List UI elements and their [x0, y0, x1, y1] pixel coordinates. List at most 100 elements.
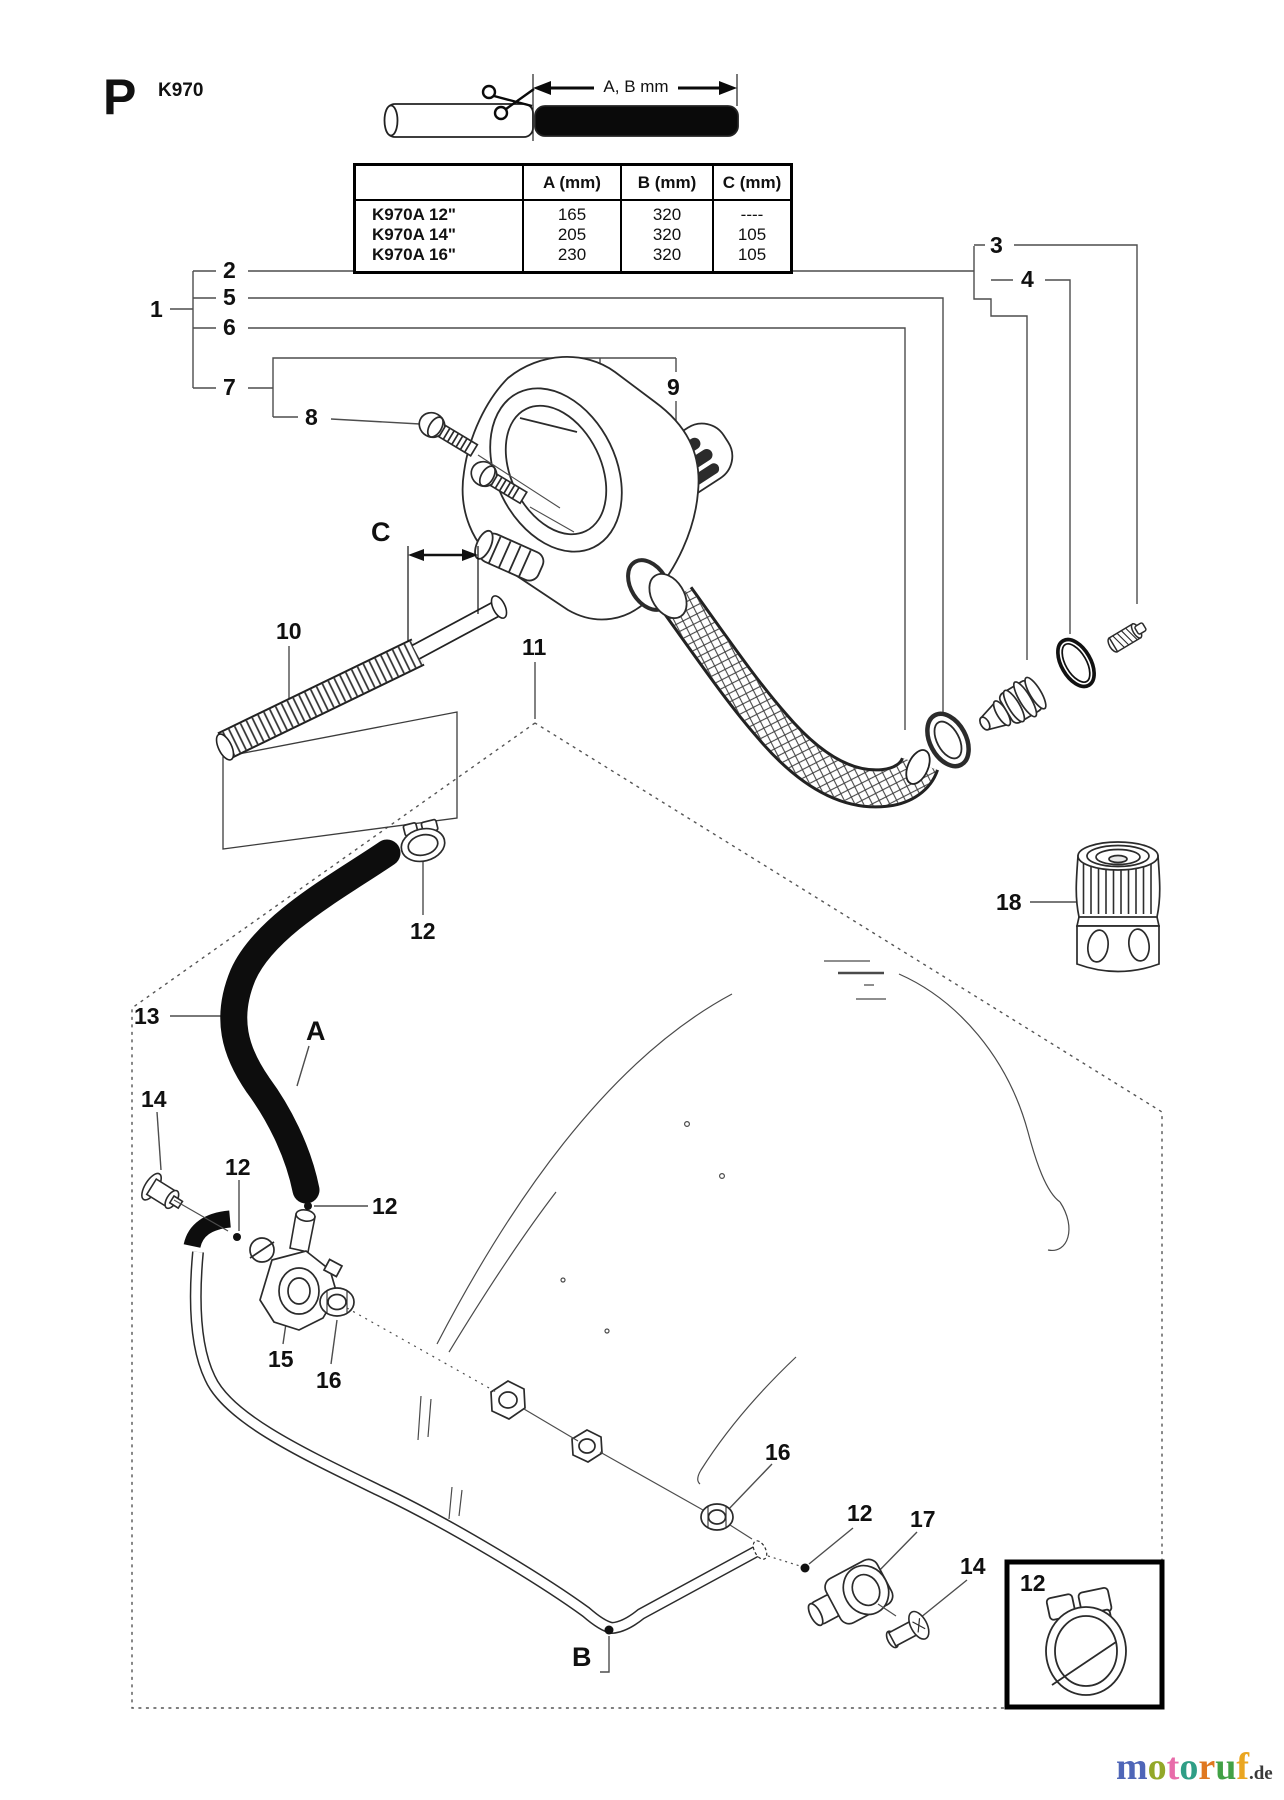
callout-11: 11 — [522, 634, 547, 660]
mounting-panel — [222, 711, 458, 850]
callout-12b: 12 — [225, 1154, 251, 1180]
callout-14b: 14 — [960, 1553, 986, 1579]
header-model — [354, 164, 523, 201]
callout-13: 13 — [134, 1003, 160, 1029]
machine-boundary-dashed — [131, 722, 1163, 1709]
callout-16b: 16 — [765, 1439, 791, 1465]
detail-box-clamp12 — [1004, 1559, 1165, 1710]
callout-16a: 16 — [316, 1367, 342, 1393]
hex-nut-2 — [571, 1429, 603, 1463]
cell-model-1: K970A 14" — [372, 225, 456, 244]
table-header-row: A (mm) B (mm) C (mm) — [354, 164, 792, 201]
mounting-screw-1 — [418, 411, 479, 457]
dim-letter-b: B — [572, 1642, 592, 1672]
cell-a-1: 205 — [522, 225, 621, 245]
callout-17: 17 — [910, 1506, 936, 1532]
callout-6: 6 — [223, 314, 236, 340]
logo-letter: m — [1116, 1746, 1148, 1788]
quick-coupling-nipple — [979, 676, 1047, 731]
dimension-arrow-ab — [533, 81, 737, 95]
hose-clamp-ring — [925, 711, 971, 769]
marker-dot-12d — [800, 1563, 810, 1573]
page-letter: P — [103, 69, 137, 125]
hose-length-table: A (mm) B (mm) C (mm) K970A 12" 165 320 -… — [353, 163, 793, 274]
callout-12d: 12 — [847, 1500, 873, 1526]
callout-8: 8 — [305, 404, 318, 430]
marker-dot-b — [604, 1625, 614, 1635]
callout-7: 7 — [223, 374, 236, 400]
table-row: K970A 14" 205 320 105 — [355, 225, 792, 245]
header-a-mm: A (mm) — [522, 164, 621, 201]
callout-10: 10 — [276, 618, 302, 644]
scissors-icon — [481, 84, 535, 121]
clamp-part12-upper — [400, 818, 446, 863]
cell-b-2: 320 — [620, 245, 713, 273]
dimension-ab-label: A, B mm — [603, 77, 669, 96]
cell-b-1: 320 — [620, 225, 713, 245]
black-tube — [534, 105, 739, 137]
nozzle-fitting-part14-left — [141, 1172, 184, 1210]
callout-1: 1 — [150, 296, 163, 322]
water-valve-part15 — [249, 1237, 344, 1331]
water-hose-part13 — [220, 839, 401, 1204]
table-row: K970A 16" 230 320 105 — [355, 245, 792, 273]
callout-9: 9 — [667, 374, 680, 400]
dimension-c — [407, 546, 479, 642]
callout-12-box: 12 — [1020, 1570, 1046, 1596]
nut-part16-left — [319, 1287, 355, 1317]
white-tube — [385, 103, 534, 138]
dim-letter-a: A — [306, 1016, 326, 1046]
hex-nut-1 — [490, 1380, 526, 1420]
cell-b-0: 320 — [620, 200, 713, 225]
nut-part16-right — [700, 1503, 734, 1531]
logo-tld: .de — [1248, 1763, 1273, 1784]
mounting-screw-2 — [470, 460, 528, 505]
callout-4: 4 — [1021, 266, 1034, 292]
cell-c-1: 105 — [712, 225, 792, 245]
filter-screw — [1107, 622, 1147, 653]
cut-length-diagram — [383, 74, 739, 141]
machine-outline-sketch — [417, 960, 1070, 1520]
hose-elbow-black — [183, 1210, 232, 1249]
cell-a-0: 165 — [522, 200, 621, 225]
callout-3: 3 — [990, 232, 1003, 258]
logo-letter: t — [1166, 1746, 1180, 1788]
logo-letter: o — [1179, 1746, 1199, 1788]
table-row: K970A 12" 165 320 ---- — [355, 200, 792, 225]
screw-part14-right — [885, 1610, 930, 1649]
braided-hose — [659, 586, 939, 809]
o-ring — [1056, 637, 1096, 689]
white-tube-end — [383, 104, 399, 137]
callout-12c: 12 — [372, 1193, 398, 1219]
callout-15: 15 — [268, 1346, 294, 1372]
cell-c-0: ---- — [712, 200, 792, 225]
cell-a-2: 230 — [522, 245, 621, 273]
coupling-part17 — [807, 1558, 894, 1627]
cell-model-2: K970A 16" — [372, 245, 456, 264]
callout-2: 2 — [223, 257, 236, 283]
exploded-axis-line — [173, 1199, 897, 1617]
hose-barb-spout — [474, 529, 545, 582]
dim-letter-c: C — [371, 517, 391, 547]
callout-5: 5 — [223, 284, 236, 310]
ribbed-conduit-part10 — [215, 595, 508, 761]
valve-inlet-tube — [289, 1209, 316, 1253]
callout-18: 18 — [996, 889, 1022, 915]
logo-letter: r — [1198, 1746, 1216, 1788]
motoruf-logo[interactable]: motoruf.de — [1116, 1748, 1273, 1786]
callout-12a: 12 — [410, 918, 436, 944]
logo-letter: f — [1236, 1746, 1249, 1788]
hose-coupling-part18 — [1075, 841, 1161, 973]
cell-c-2: 105 — [712, 245, 792, 273]
logo-letter: o — [1147, 1746, 1167, 1788]
header-b-mm: B (mm) — [620, 164, 713, 201]
header-c-mm: C (mm) — [712, 164, 792, 201]
cell-model-0: K970A 12" — [372, 205, 456, 224]
marker-dot-12c — [304, 1202, 312, 1210]
logo-letter: u — [1215, 1746, 1237, 1788]
model-code: K970 — [158, 80, 204, 101]
valve-body-part — [461, 356, 734, 621]
marker-dot-12b — [233, 1233, 241, 1241]
